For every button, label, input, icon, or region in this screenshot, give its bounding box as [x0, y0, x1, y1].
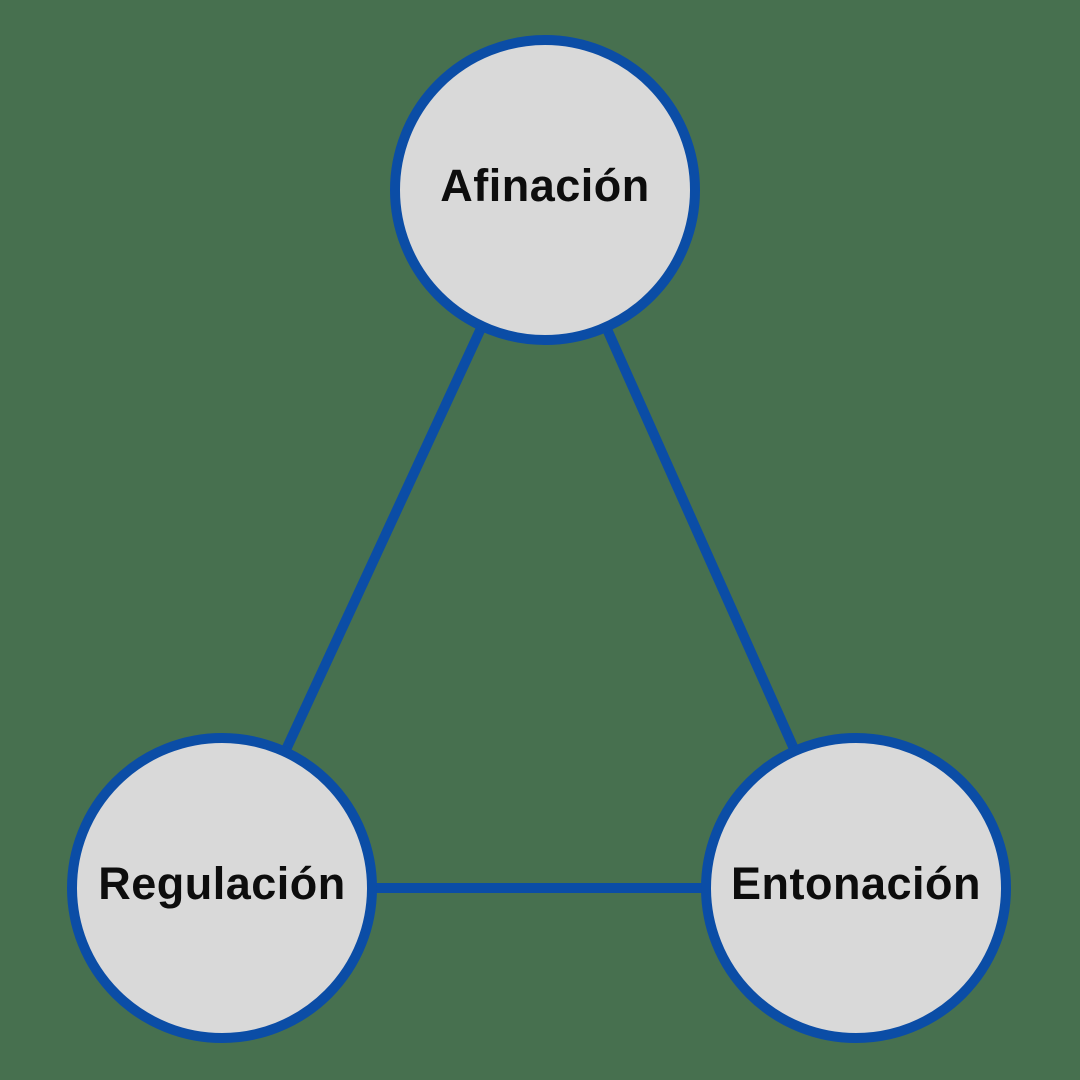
node-afinacion: Afinación [390, 35, 700, 345]
node-entonacion-label: Entonación [731, 858, 981, 909]
node-regulacion-label: Regulación [98, 858, 346, 909]
node-entonacion: Entonación [701, 733, 1011, 1043]
node-afinacion-label: Afinación [440, 160, 650, 211]
node-regulacion: Regulación [67, 733, 377, 1043]
